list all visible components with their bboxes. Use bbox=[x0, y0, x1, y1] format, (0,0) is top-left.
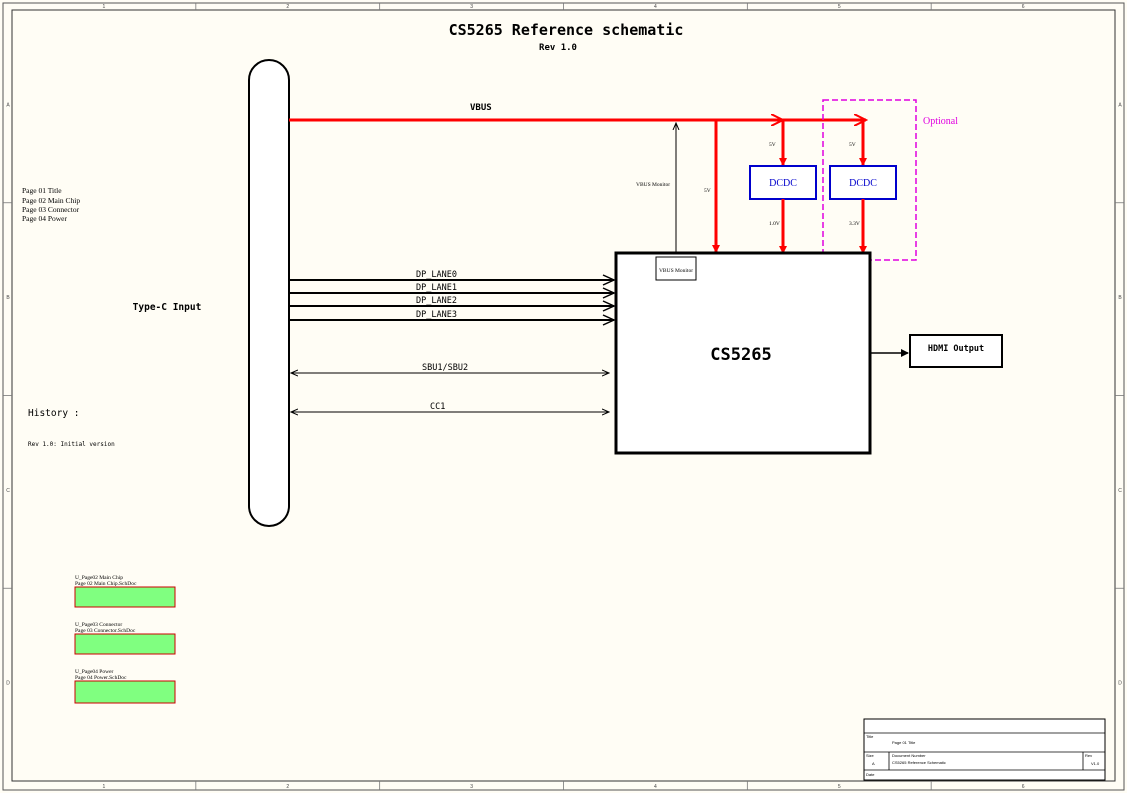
size-value: A bbox=[872, 761, 875, 766]
title-value: Page 01 Title bbox=[892, 740, 916, 745]
sheet-symbol[interactable]: U_Page03 Connector Page 03 Connector.Sch… bbox=[74, 622, 176, 655]
hdmi-output-block[interactable] bbox=[909, 334, 1003, 368]
zone-label: 2 bbox=[286, 4, 289, 10]
dcdc1-output-label: 1.0V bbox=[769, 221, 780, 227]
number-value: CS5265 Reference Schematic bbox=[892, 760, 946, 765]
dcdc2-input-label: 5V bbox=[849, 142, 856, 148]
zone-label: C bbox=[1118, 488, 1122, 494]
history-heading: History : bbox=[28, 408, 79, 419]
sheet-symbol[interactable]: U_Page02 Main Chip Page 02 Main Chip.Sch… bbox=[74, 575, 176, 608]
page-list-item: Page 03 Connector bbox=[22, 205, 80, 214]
cs5265-chip-label: CS5265 bbox=[710, 345, 771, 365]
page-list-item: Page 01 Title bbox=[22, 186, 62, 195]
vbus-monitor-pin bbox=[655, 256, 697, 281]
dp-lane-arrow bbox=[602, 274, 616, 286]
zone-label: C bbox=[6, 488, 10, 494]
title-caption: Title bbox=[866, 734, 874, 739]
dp-lanes: DP_LANE0 DP_LANE1 DP_LANE2 DP_LANE3 bbox=[289, 270, 616, 326]
size-caption: Size bbox=[866, 753, 875, 758]
zone-label: 1 bbox=[103, 4, 106, 10]
zone-label: 4 bbox=[654, 784, 657, 790]
sheet-symbol-file: Page 02 Main Chip.SchDoc bbox=[75, 581, 137, 587]
history-entry: Rev 1.0: Initial version bbox=[28, 441, 115, 448]
zone-label: 5 bbox=[838, 4, 841, 10]
dp-lane-label: DP_LANE2 bbox=[416, 296, 457, 306]
dp-lane-arrow bbox=[602, 300, 616, 312]
sbu-label: SBU1/SBU2 bbox=[422, 363, 468, 373]
vbus-monitor-pin-label: VBUS Monitor bbox=[659, 268, 693, 274]
dp-lane-label: DP_LANE0 bbox=[416, 270, 457, 280]
dp-lane-label: DP_LANE1 bbox=[416, 283, 457, 293]
zone-label: 1 bbox=[103, 784, 106, 790]
optional-label: Optional bbox=[923, 116, 958, 127]
rev-value: V1.0 bbox=[1091, 761, 1100, 766]
zone-label: 6 bbox=[1022, 784, 1025, 790]
zone-label: A bbox=[6, 102, 10, 108]
sheet-symbol-box[interactable] bbox=[74, 586, 176, 608]
date-caption: Date bbox=[866, 772, 875, 777]
zone-label: D bbox=[1118, 681, 1122, 687]
type-c-input-label: Type-C Input bbox=[133, 302, 202, 313]
page-list-item: Page 02 Main Chip bbox=[22, 196, 80, 205]
rev-caption: Rev bbox=[1085, 753, 1092, 758]
sheet-symbol-box[interactable] bbox=[74, 680, 176, 704]
zone-label: B bbox=[1118, 295, 1122, 301]
page-list-item: Page 04 Power bbox=[22, 214, 67, 223]
type-c-connector[interactable] bbox=[248, 59, 290, 527]
sheet-symbol-file: Page 04 Power.SchDoc bbox=[75, 675, 127, 681]
dp-lane-arrow bbox=[602, 287, 616, 299]
zone-label: B bbox=[6, 295, 10, 301]
zone-label: D bbox=[6, 681, 10, 687]
zone-label: 6 bbox=[1022, 4, 1025, 10]
chip-5v-label: 5V bbox=[704, 188, 711, 194]
sheet-symbol-designator: U_Page03 Connector bbox=[75, 622, 122, 628]
sheet-symbol-box[interactable] bbox=[74, 633, 176, 655]
vbus-monitor-label: VBUS Monitor bbox=[636, 182, 670, 188]
cc-label: CC1 bbox=[430, 402, 445, 412]
revision-label: Rev 1.0 bbox=[539, 43, 577, 53]
vbus-label: VBUS bbox=[470, 103, 492, 113]
page-list: Page 01 Title Page 02 Main Chip Page 03 … bbox=[22, 186, 80, 223]
zone-label: A bbox=[1118, 102, 1122, 108]
zone-label: 2 bbox=[286, 784, 289, 790]
cs5265-chip[interactable] bbox=[614, 251, 872, 455]
sheet-symbol[interactable]: U_Page04 Power Page 04 Power.SchDoc bbox=[74, 669, 176, 704]
dcdc2-label: DCDC bbox=[849, 178, 877, 189]
zone-label: 3 bbox=[470, 4, 473, 10]
sheet-symbol-designator: U_Page02 Main Chip bbox=[75, 575, 123, 581]
dcdc1-input-label: 5V bbox=[769, 142, 776, 148]
dcdc1-label: DCDC bbox=[769, 178, 797, 189]
zone-label: 3 bbox=[470, 784, 473, 790]
sheet-symbol-designator: U_Page04 Power bbox=[75, 669, 114, 675]
sheet-symbol-file: Page 03 Connector.SchDoc bbox=[75, 628, 136, 634]
zone-label: 5 bbox=[838, 784, 841, 790]
dp-lane-arrow bbox=[602, 314, 616, 326]
number-caption: Document Number bbox=[892, 753, 926, 758]
schematic-title: CS5265 Reference schematic bbox=[449, 21, 684, 39]
zone-label: 4 bbox=[654, 4, 657, 10]
dp-lane-label: DP_LANE3 bbox=[416, 310, 457, 320]
title-block-frame bbox=[863, 718, 1106, 781]
dcdc2-output-label: 3.3V bbox=[849, 221, 860, 227]
title-block: Title Page 01 Title Size A Document Numb… bbox=[863, 718, 1106, 781]
hdmi-output-label: HDMI Output bbox=[928, 344, 984, 354]
